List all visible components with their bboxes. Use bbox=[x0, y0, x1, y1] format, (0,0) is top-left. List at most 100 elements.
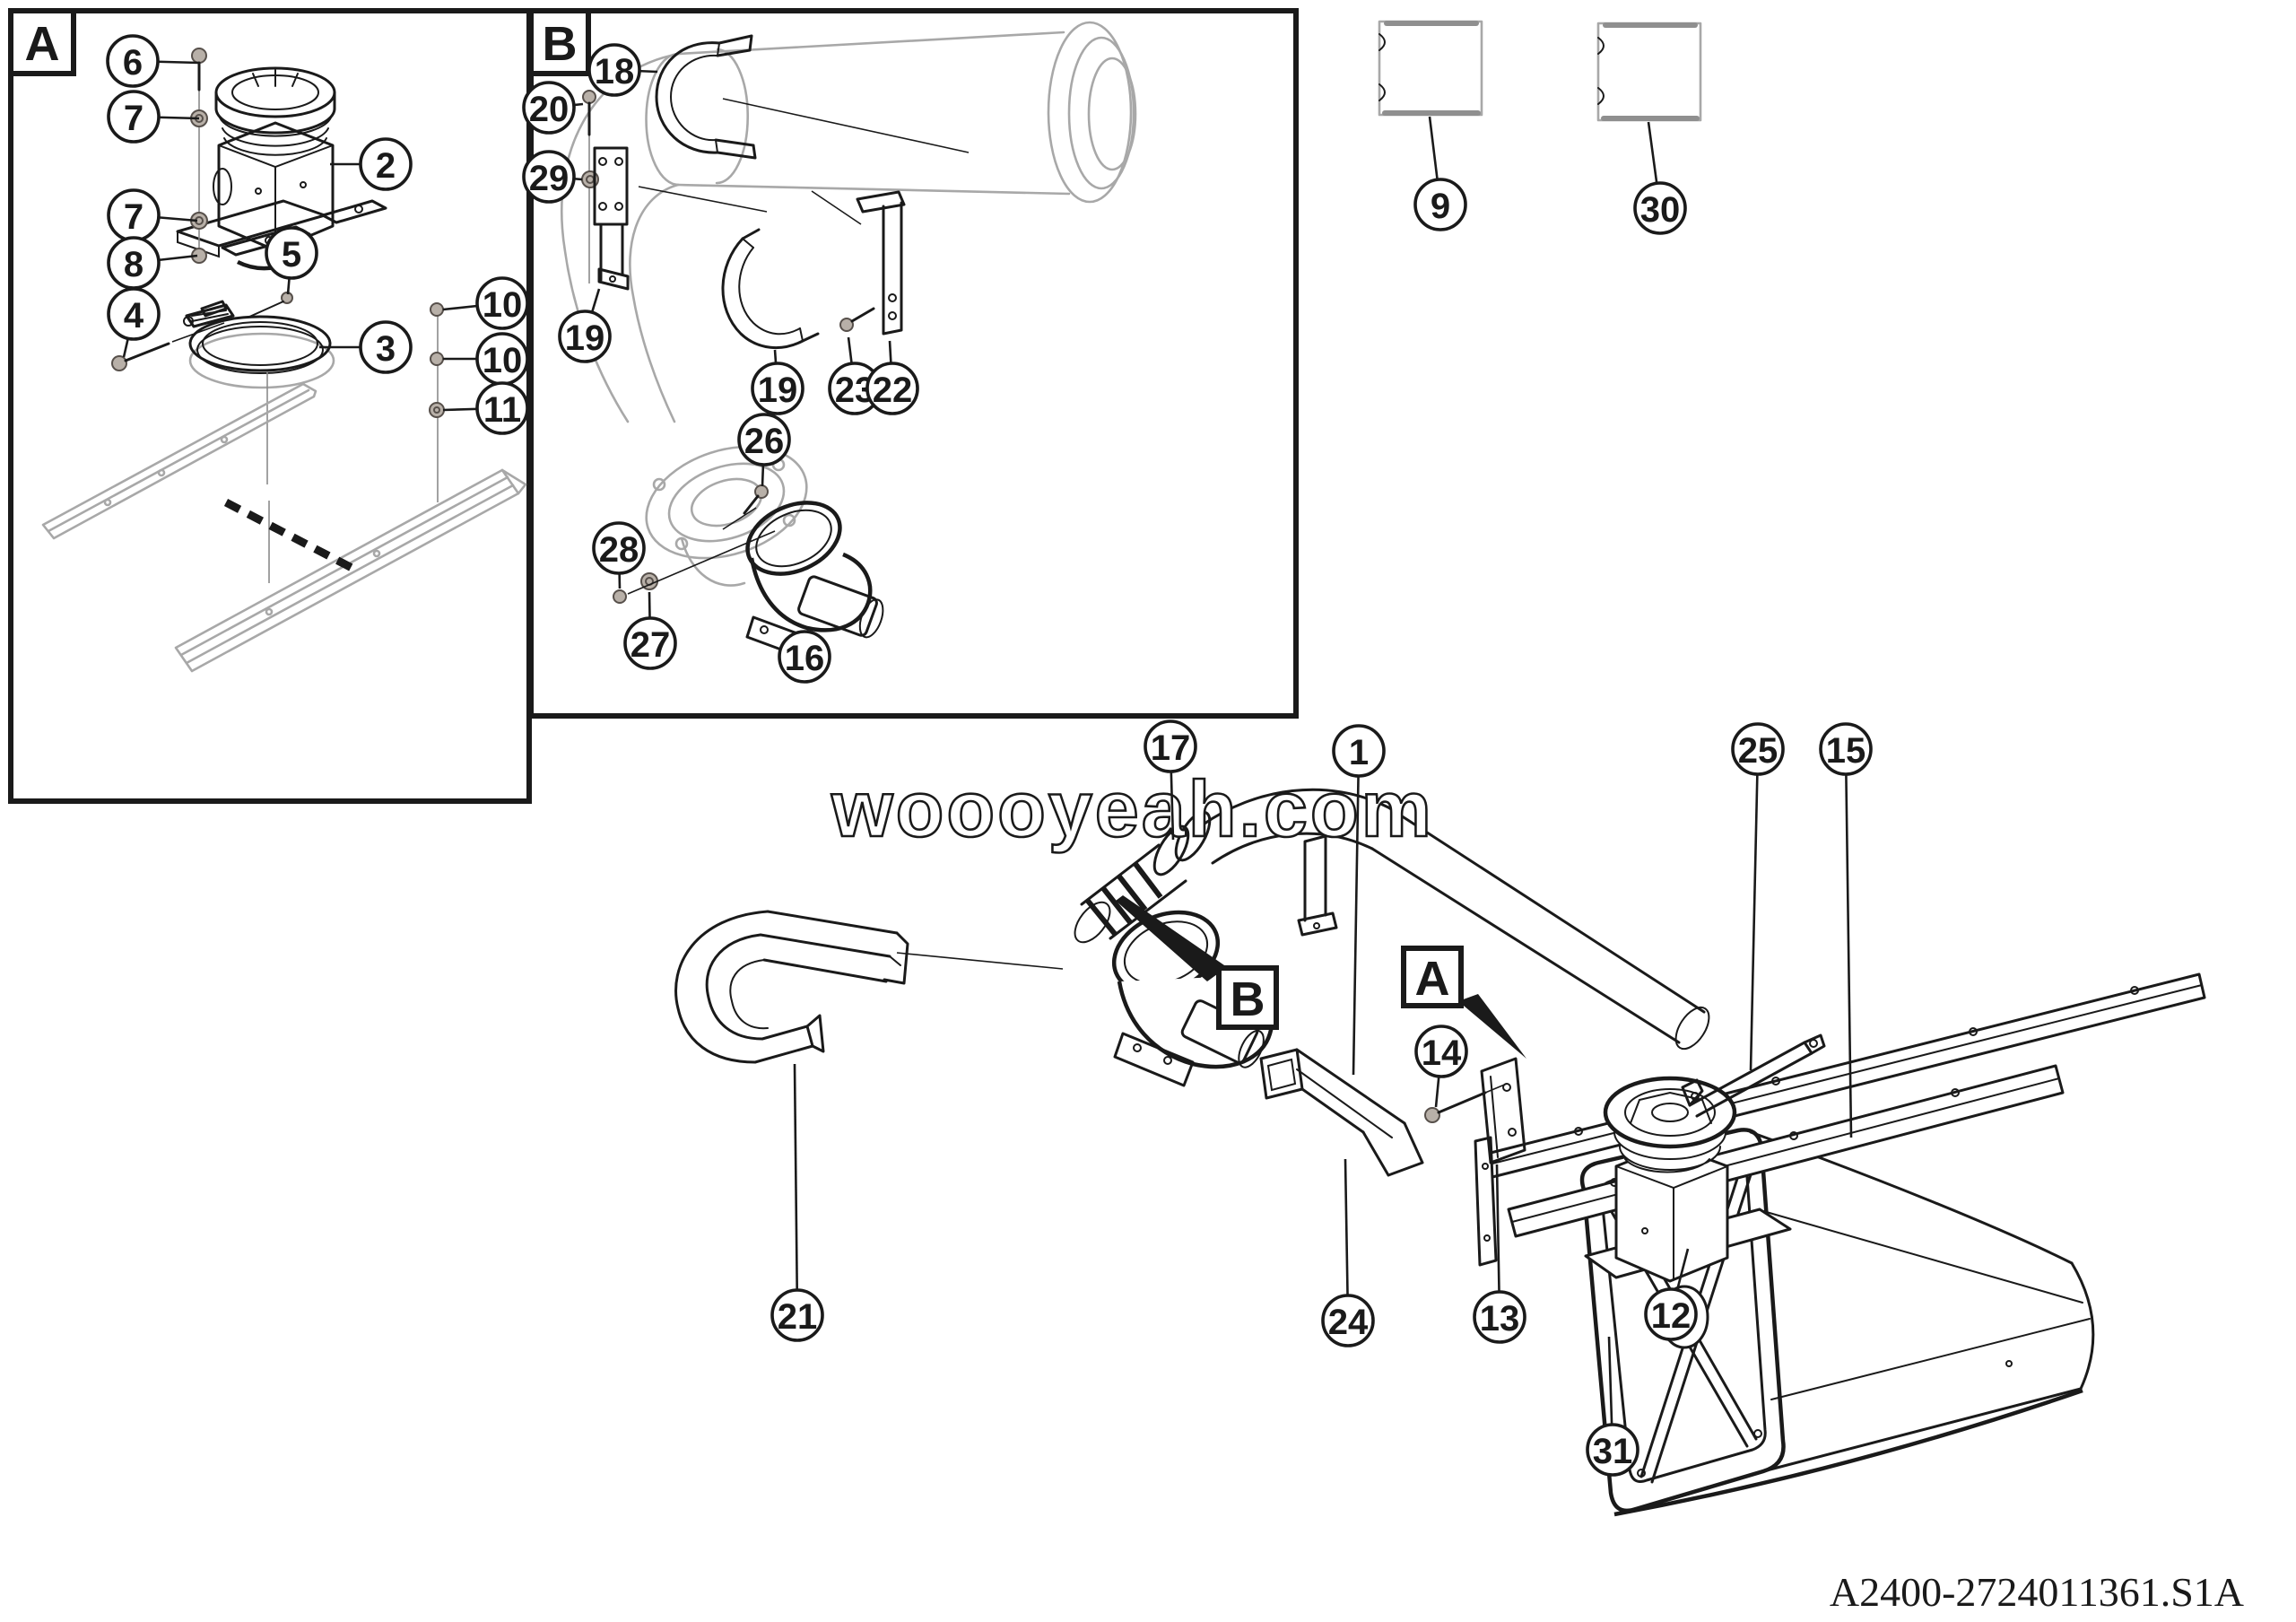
callout-18: 18 bbox=[587, 43, 658, 97]
scene-label-b-tab bbox=[1216, 965, 1279, 1030]
scene-label-a-tab bbox=[1401, 946, 1464, 1008]
callout-19: 19 bbox=[751, 349, 804, 415]
callout-part-number: 19 bbox=[565, 318, 605, 358]
callout-25: 25 bbox=[1731, 722, 1785, 1071]
callout-part-number: 20 bbox=[529, 90, 570, 129]
part-19-bracket-left-art bbox=[593, 146, 768, 291]
drawing-code: A2400-2724011361.S1A bbox=[1830, 1569, 2244, 1615]
scene-label-a-letter: A bbox=[1415, 952, 1450, 1006]
bolt-4 bbox=[111, 355, 127, 371]
callout-part-number: 30 bbox=[1640, 190, 1681, 230]
bolt-14 bbox=[1424, 1107, 1440, 1123]
inset-box-b-label: B bbox=[543, 17, 578, 71]
callout-9: 9 bbox=[1413, 116, 1467, 231]
callout-17: 17 bbox=[1144, 719, 1197, 841]
callout-balloon bbox=[475, 276, 529, 330]
callout-balloon bbox=[106, 34, 160, 88]
part-13-bracket-art bbox=[1424, 1057, 1526, 1164]
callout-10: 10 bbox=[442, 276, 529, 330]
inset-box-b-label-tab bbox=[528, 8, 591, 76]
callout-balloon bbox=[475, 381, 529, 435]
muffler-silencer-art bbox=[561, 21, 1137, 587]
chassis-rails-art bbox=[41, 382, 527, 673]
callout-balloon bbox=[1473, 1290, 1526, 1344]
callout-26: 26 bbox=[737, 413, 791, 487]
callout-28: 28 bbox=[592, 521, 646, 589]
callout-balloon bbox=[1332, 724, 1386, 778]
part-16-elbow-art bbox=[745, 501, 884, 660]
callout-7: 7 bbox=[107, 90, 200, 144]
scene-label-a-arrow bbox=[1458, 994, 1526, 1059]
callout-16: 16 bbox=[778, 630, 831, 684]
callout-part-number: 21 bbox=[778, 1297, 818, 1337]
bolt-6 bbox=[191, 48, 207, 64]
callout-balloon bbox=[865, 362, 919, 415]
callout-4: 4 bbox=[107, 287, 161, 358]
callout-part-number: 18 bbox=[595, 52, 635, 92]
callout-2: 2 bbox=[330, 137, 413, 191]
callout-balloon bbox=[1819, 722, 1873, 776]
gasket-9-art bbox=[1378, 20, 1483, 117]
gasket-30-art bbox=[1596, 22, 1702, 122]
callout-part-number: 10 bbox=[483, 285, 523, 325]
callout-part-number: 5 bbox=[282, 235, 301, 275]
callout-part-number: 29 bbox=[529, 159, 570, 198]
callout-part-number: 27 bbox=[631, 625, 671, 665]
callout-29: 29 bbox=[522, 150, 583, 204]
main-assembly-art: B A bbox=[674, 788, 2206, 1517]
part-24-duct-art bbox=[1259, 1048, 1424, 1177]
callout-leader-line bbox=[793, 1063, 799, 1316]
callout-part-number: 28 bbox=[599, 530, 639, 570]
callout-24: 24 bbox=[1321, 1158, 1375, 1347]
inset-box-a-label: A bbox=[25, 17, 60, 71]
callout-balloon bbox=[107, 90, 161, 144]
callout-balloon bbox=[751, 362, 804, 415]
callout-balloon bbox=[770, 1288, 824, 1342]
callout-12: 12 bbox=[1644, 1248, 1698, 1341]
scene-label-b: B bbox=[1116, 895, 1279, 1030]
callout-10: 10 bbox=[443, 332, 529, 386]
callout-balloon bbox=[737, 413, 791, 467]
scene-label-a: A bbox=[1401, 946, 1526, 1059]
bolt-28 bbox=[613, 589, 627, 604]
callout-part-number: 24 bbox=[1328, 1303, 1369, 1342]
callout-27: 27 bbox=[623, 591, 677, 670]
callout-leader-line bbox=[1844, 748, 1853, 1138]
callout-balloon bbox=[359, 320, 413, 374]
callout-part-number: 14 bbox=[1422, 1033, 1462, 1073]
callout-part-number: 3 bbox=[376, 329, 396, 369]
air-cleaner-assembly-art bbox=[1584, 1076, 1792, 1283]
callout-part-number: 4 bbox=[124, 296, 144, 336]
callout-balloon bbox=[1321, 1294, 1375, 1347]
callout-part-number: 16 bbox=[785, 639, 825, 678]
part-25-strap-art bbox=[1681, 1033, 1826, 1118]
callout-part-number: 13 bbox=[1480, 1299, 1520, 1339]
scene-label-b-letter: B bbox=[1231, 972, 1265, 1026]
inset-box-a-frame bbox=[8, 8, 532, 804]
callout-balloon bbox=[558, 310, 612, 363]
callout-part-number: 2 bbox=[376, 146, 396, 186]
callout-part-number: 9 bbox=[1431, 187, 1450, 226]
callout-part-number: 10 bbox=[483, 341, 523, 380]
callout-21: 21 bbox=[770, 1063, 824, 1342]
callout-part-number: 7 bbox=[124, 99, 144, 138]
callout-balloon bbox=[592, 521, 646, 575]
callout-20: 20 bbox=[522, 81, 584, 135]
part-3-clamp-art bbox=[111, 292, 335, 583]
callout-leader-line bbox=[1344, 1158, 1350, 1321]
part-21-duct-art bbox=[674, 910, 909, 1064]
muffler-outlet-flange-art bbox=[645, 445, 808, 560]
callout-balloon bbox=[107, 287, 161, 341]
callout-15: 15 bbox=[1819, 722, 1873, 1138]
callout-part-number: 6 bbox=[123, 43, 143, 83]
callout-part-number: 12 bbox=[1651, 1296, 1692, 1336]
outlet-elbow-art bbox=[896, 910, 1274, 1087]
callout-1: 1 bbox=[1332, 724, 1386, 1076]
callout-part-number: 31 bbox=[1593, 1432, 1633, 1471]
callout-leader-line bbox=[1749, 748, 1760, 1071]
callout-balloon bbox=[522, 150, 576, 204]
callout-part-number: 22 bbox=[873, 371, 913, 410]
callout-31: 31 bbox=[1586, 1336, 1639, 1477]
